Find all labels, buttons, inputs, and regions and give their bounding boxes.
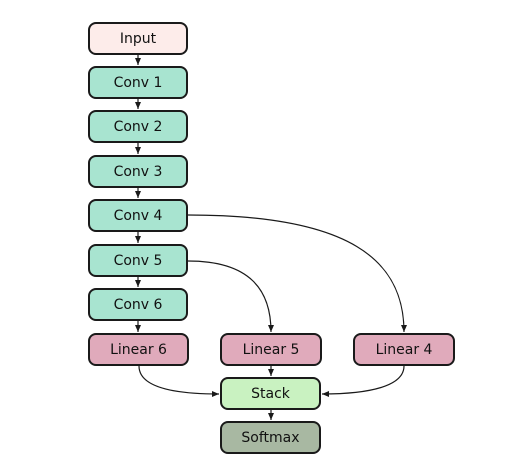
node-conv-1: Conv 1 bbox=[88, 66, 188, 99]
node-conv-5: Conv 5 bbox=[88, 244, 188, 277]
node-conv-4: Conv 4 bbox=[88, 199, 188, 232]
node-conv-3: Conv 3 bbox=[88, 155, 188, 188]
node-linear-5: Linear 5 bbox=[220, 333, 322, 366]
node-input: Input bbox=[88, 22, 188, 55]
edge-conv4-linear4 bbox=[187, 214, 407, 333]
node-linear-6: Linear 6 bbox=[88, 333, 189, 366]
edge-linear6-stack bbox=[138, 365, 220, 397]
edge-linear4-stack bbox=[321, 365, 405, 397]
node-linear-4: Linear 4 bbox=[353, 333, 455, 366]
node-conv-2: Conv 2 bbox=[88, 110, 188, 143]
node-stack: Stack bbox=[220, 377, 321, 410]
node-softmax: Softmax bbox=[220, 421, 321, 454]
edge-conv5-linear5 bbox=[187, 260, 274, 333]
node-conv-6: Conv 6 bbox=[88, 288, 188, 321]
